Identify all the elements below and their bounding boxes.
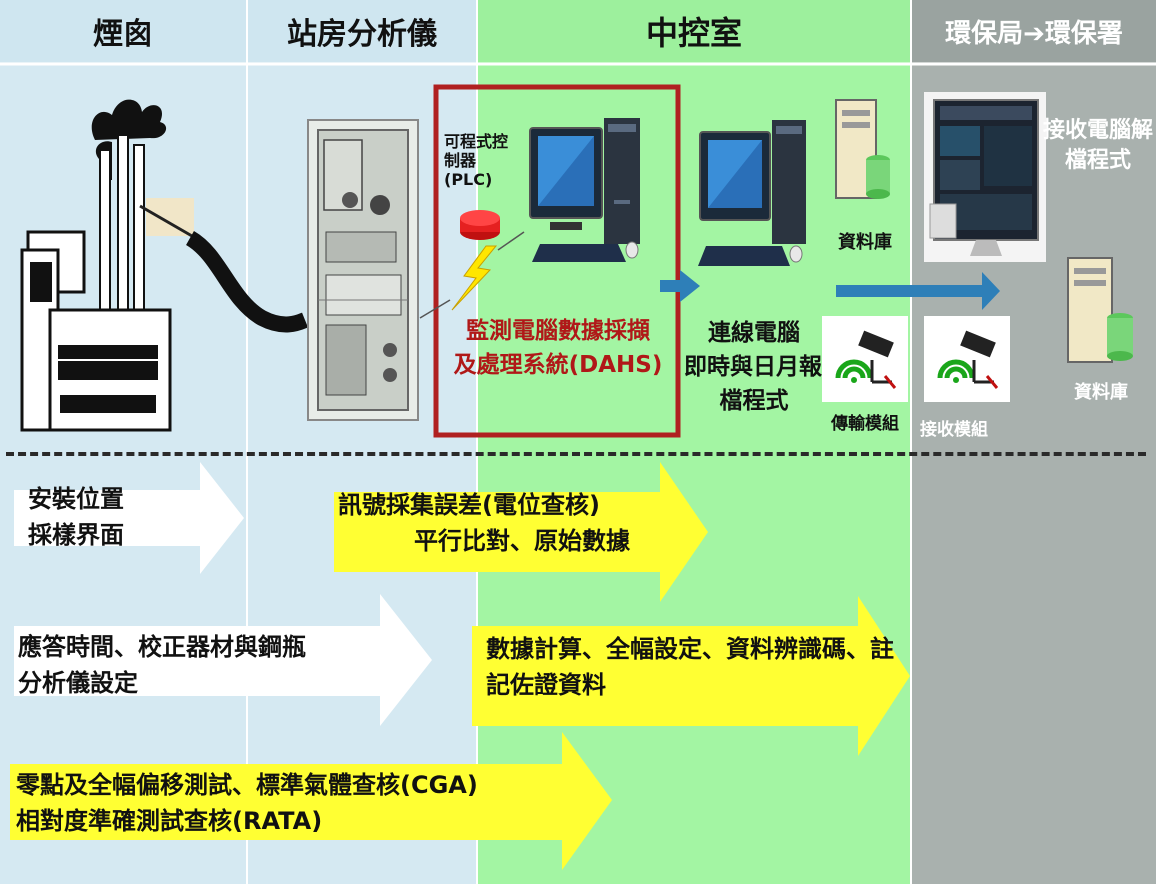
monitor-icon <box>924 92 1046 262</box>
conn-label-line3: 檔程式 <box>719 388 789 414</box>
arrow1-text-line2: 採樣界面 <box>28 521 124 549</box>
lightning-icon <box>451 245 498 311</box>
arrow1-text-line1: 安裝位置 <box>28 485 124 513</box>
arrow3-text-line2: 分析儀設定 <box>18 669 138 697</box>
antenna-camera-icon <box>924 316 1010 402</box>
yellow-arrow-5 <box>10 732 612 870</box>
dahs-label-line2: 及處理系統(DAHS) <box>453 352 663 378</box>
flow-arrow-2 <box>836 272 1000 310</box>
arrow5-text-line2: 相對度準確測試查核(RATA) <box>16 807 323 835</box>
plc-icon <box>460 210 500 240</box>
transmit-module-label: 傳輸模組 <box>831 414 899 434</box>
receive-module-label: 接收模組 <box>920 420 988 440</box>
arrow4-text-line2: 記佐證資料 <box>486 671 606 699</box>
factory-icon <box>20 99 309 432</box>
arrow5-text-line1: 零點及全幅偏移測試、標準氣體查核(CGA) <box>16 771 478 799</box>
database-epa-label: 資料庫 <box>1074 382 1128 403</box>
server-icon <box>835 99 890 199</box>
plc-label: 可程式控制器(PLC) <box>444 132 509 190</box>
white-arrow-3 <box>14 594 432 726</box>
computer-icon <box>529 118 640 262</box>
server-icon <box>1067 257 1133 363</box>
header-chimney: 煙囪 <box>93 17 153 52</box>
header-band-chimney <box>0 0 246 62</box>
cabinet-icon <box>307 119 419 421</box>
flow-arrow-1 <box>660 270 700 302</box>
header-station: 站房分析儀 <box>287 17 437 52</box>
receive-label-line1: 接收電腦解 <box>1042 118 1153 143</box>
arrow4-text-line1: 數據計算、全幅設定、資料辨識碼、註 <box>486 635 894 663</box>
conn-label-line1: 連線電腦 <box>708 320 800 346</box>
header-band-station <box>248 0 476 62</box>
header-band-control <box>478 0 910 62</box>
receive-label-line2: 檔程式 <box>1064 148 1131 173</box>
dahs-box <box>433 84 681 438</box>
antenna-camera-icon <box>822 316 908 402</box>
arrow2-text-line2: 平行比對、原始數據 <box>414 527 630 555</box>
conn-label-line2: 即時與日月報 <box>684 354 822 380</box>
divider-line <box>6 452 1146 456</box>
dahs-label-line1: 監測電腦數據採擷 <box>466 318 650 344</box>
header-band-epa <box>912 0 1156 62</box>
yellow-arrow-2 <box>334 462 708 602</box>
header-control: 中控室 <box>645 14 742 52</box>
database-ctrl-label: 資料庫 <box>838 232 892 253</box>
arrow3-text-line1: 應答時間、校正器材與鋼瓶 <box>18 633 306 661</box>
header-epa: 環保局➔環保署 <box>945 18 1123 49</box>
yellow-arrow-4 <box>472 596 910 756</box>
white-arrow-1 <box>14 462 244 574</box>
arrow2-text-line1: 訊號採集誤差(電位查核) <box>338 491 600 519</box>
computer-icon <box>698 120 806 266</box>
